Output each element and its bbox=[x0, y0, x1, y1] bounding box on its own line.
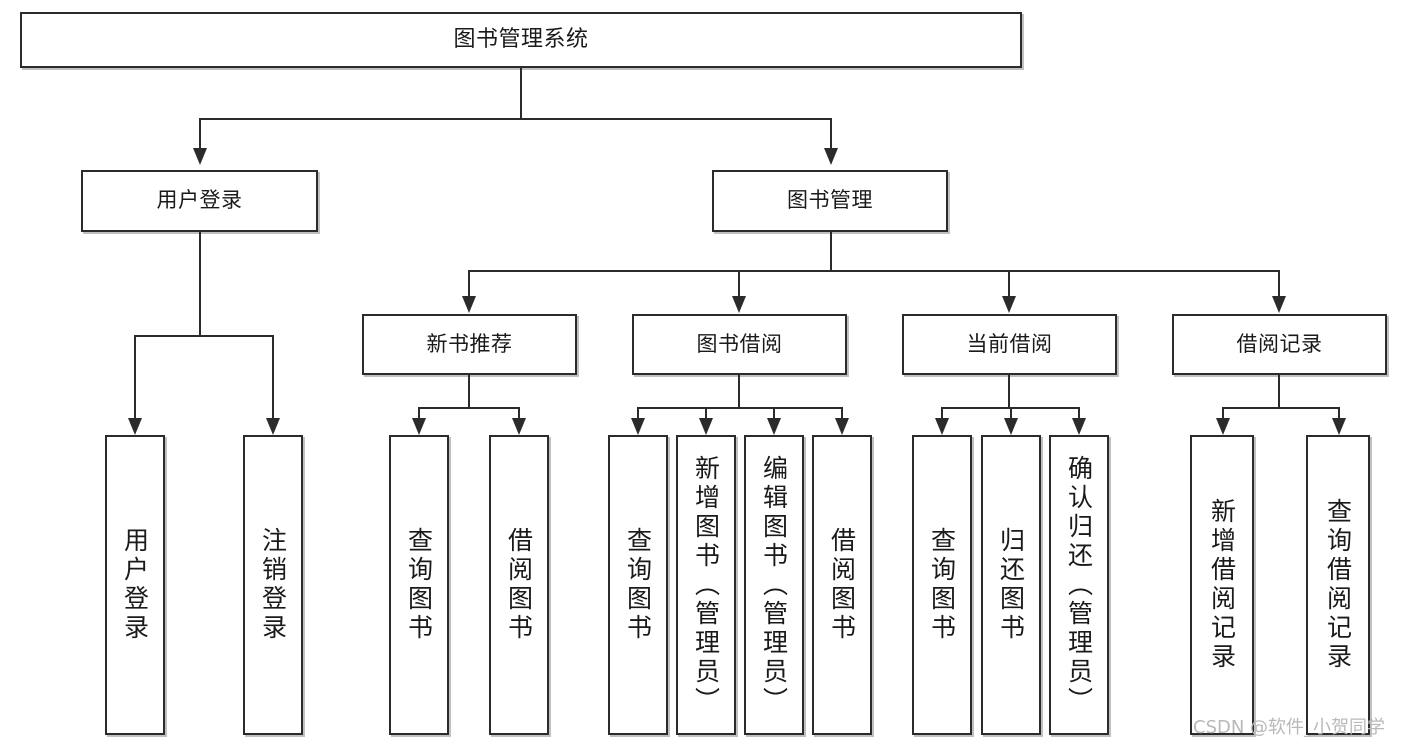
connector-borrowrecord-drop-2 bbox=[1338, 407, 1340, 418]
node-label: 借阅记录 bbox=[1236, 331, 1323, 356]
connector-root-bus bbox=[199, 118, 831, 120]
connector-newbook-bus bbox=[418, 407, 520, 409]
connector-bookborrow-bus bbox=[637, 407, 842, 409]
connector-currentborrow-drop-2 bbox=[1010, 407, 1012, 418]
leaf-query-record[interactable]: 查询借阅记录 bbox=[1306, 435, 1370, 735]
node-label: 图书借阅 bbox=[696, 331, 783, 356]
node-book-manage[interactable]: 图书管理 bbox=[712, 170, 948, 232]
leaf-add-record[interactable]: 新增借阅记录 bbox=[1190, 435, 1254, 735]
node-label: 图书管理 bbox=[787, 188, 873, 213]
connector-bookborrow-drop-1 bbox=[637, 407, 639, 418]
node-label: 新增借阅记录 bbox=[1207, 498, 1237, 672]
connector-root-drop-right bbox=[830, 118, 832, 148]
node-label: 注销登录 bbox=[258, 527, 288, 643]
connector-userlogin-bus bbox=[134, 335, 274, 337]
connector-userlogin-drop-2 bbox=[272, 335, 274, 418]
leaf-logout-login[interactable]: 注销登录 bbox=[243, 435, 303, 735]
arrow-to-leaf-user-login bbox=[128, 418, 142, 435]
connector-bookmanage-stem bbox=[830, 232, 832, 270]
arrow-to-leaf-borrow-book-2 bbox=[835, 418, 849, 435]
connector-borrowrecord-bus bbox=[1222, 407, 1340, 409]
connector-userlogin-stem bbox=[199, 232, 201, 335]
node-label: 查询图书 bbox=[623, 527, 653, 643]
arrow-to-current-borrow bbox=[1002, 296, 1016, 313]
arrow-to-leaf-edit-book bbox=[767, 418, 781, 435]
arrow-to-leaf-return-book bbox=[1004, 418, 1018, 435]
connector-bookborrow-drop-3 bbox=[773, 407, 775, 418]
connector-root-drop-left bbox=[199, 118, 201, 148]
node-label: 查询图书 bbox=[927, 527, 957, 643]
connector-currentborrow-stem bbox=[1008, 375, 1010, 407]
node-label: 图书管理系统 bbox=[453, 26, 589, 52]
arrow-to-borrow-record bbox=[1272, 296, 1286, 313]
arrow-to-leaf-confirm-return bbox=[1072, 418, 1086, 435]
connector-bookmanage-drop-1 bbox=[468, 270, 470, 296]
arrow-to-leaf-add-record bbox=[1216, 418, 1230, 435]
node-label: 编辑图书（管理员） bbox=[759, 454, 789, 716]
arrow-to-leaf-borrow-book-1 bbox=[512, 418, 526, 435]
leaf-borrow-book-2[interactable]: 借阅图书 bbox=[812, 435, 872, 735]
node-label: 查询图书 bbox=[404, 527, 434, 643]
connector-bookborrow-drop-2 bbox=[705, 407, 707, 418]
leaf-return-book[interactable]: 归还图书 bbox=[981, 435, 1041, 735]
node-label: 当前借阅 bbox=[966, 331, 1053, 356]
arrow-to-leaf-query-book-1 bbox=[412, 418, 426, 435]
node-label: 确认归还（管理员） bbox=[1064, 454, 1094, 716]
arrow-to-book-borrow bbox=[732, 296, 746, 313]
connector-root-stem bbox=[520, 68, 522, 118]
arrow-to-leaf-logout-login bbox=[266, 418, 280, 435]
arrow-to-leaf-query-book-2 bbox=[631, 418, 645, 435]
node-label: 归还图书 bbox=[996, 527, 1026, 643]
node-label: 用户登录 bbox=[156, 188, 243, 213]
connector-newbook-drop-2 bbox=[518, 407, 520, 418]
node-label: 借阅图书 bbox=[504, 527, 534, 643]
connector-newbook-drop-1 bbox=[418, 407, 420, 418]
leaf-query-book-2[interactable]: 查询图书 bbox=[608, 435, 668, 735]
connector-bookborrow-stem bbox=[738, 375, 740, 407]
connector-newbook-stem bbox=[468, 375, 470, 407]
leaf-confirm-return[interactable]: 确认归还（管理员） bbox=[1049, 435, 1109, 735]
leaf-query-book-3[interactable]: 查询图书 bbox=[912, 435, 972, 735]
leaf-add-book[interactable]: 新增图书（管理员） bbox=[676, 435, 736, 735]
node-borrow-record[interactable]: 借阅记录 bbox=[1172, 314, 1387, 375]
connector-borrowrecord-stem bbox=[1278, 375, 1280, 407]
leaf-query-book-1[interactable]: 查询图书 bbox=[389, 435, 449, 735]
connector-userlogin-drop-1 bbox=[134, 335, 136, 418]
arrow-to-new-book-recommend bbox=[462, 296, 476, 313]
arrow-to-leaf-query-record bbox=[1332, 418, 1346, 435]
connector-bookborrow-drop-4 bbox=[841, 407, 843, 418]
node-label: 新书推荐 bbox=[426, 331, 513, 356]
connector-bookmanage-drop-4 bbox=[1278, 270, 1280, 296]
connector-borrowrecord-drop-1 bbox=[1222, 407, 1224, 418]
arrow-to-book-manage bbox=[824, 148, 838, 165]
connector-currentborrow-drop-1 bbox=[941, 407, 943, 418]
node-root-system[interactable]: 图书管理系统 bbox=[20, 12, 1022, 68]
leaf-edit-book[interactable]: 编辑图书（管理员） bbox=[744, 435, 804, 735]
node-label: 新增图书（管理员） bbox=[691, 454, 721, 716]
connector-bookmanage-drop-3 bbox=[1008, 270, 1010, 296]
node-current-borrow[interactable]: 当前借阅 bbox=[902, 314, 1117, 375]
arrow-to-leaf-add-book bbox=[699, 418, 713, 435]
node-book-borrow[interactable]: 图书借阅 bbox=[632, 314, 847, 375]
node-user-login[interactable]: 用户登录 bbox=[81, 170, 318, 232]
node-new-book-recommend[interactable]: 新书推荐 bbox=[362, 314, 577, 375]
node-label: 用户登录 bbox=[120, 527, 150, 643]
arrow-to-user-login bbox=[193, 148, 207, 165]
node-label: 借阅图书 bbox=[827, 527, 857, 643]
connector-bookmanage-drop-2 bbox=[738, 270, 740, 296]
connector-bookmanage-bus bbox=[468, 270, 1280, 272]
connector-currentborrow-drop-3 bbox=[1078, 407, 1080, 418]
arrow-to-leaf-query-book-3 bbox=[935, 418, 949, 435]
leaf-user-login[interactable]: 用户登录 bbox=[105, 435, 165, 735]
node-label: 查询借阅记录 bbox=[1323, 498, 1353, 672]
leaf-borrow-book-1[interactable]: 借阅图书 bbox=[489, 435, 549, 735]
